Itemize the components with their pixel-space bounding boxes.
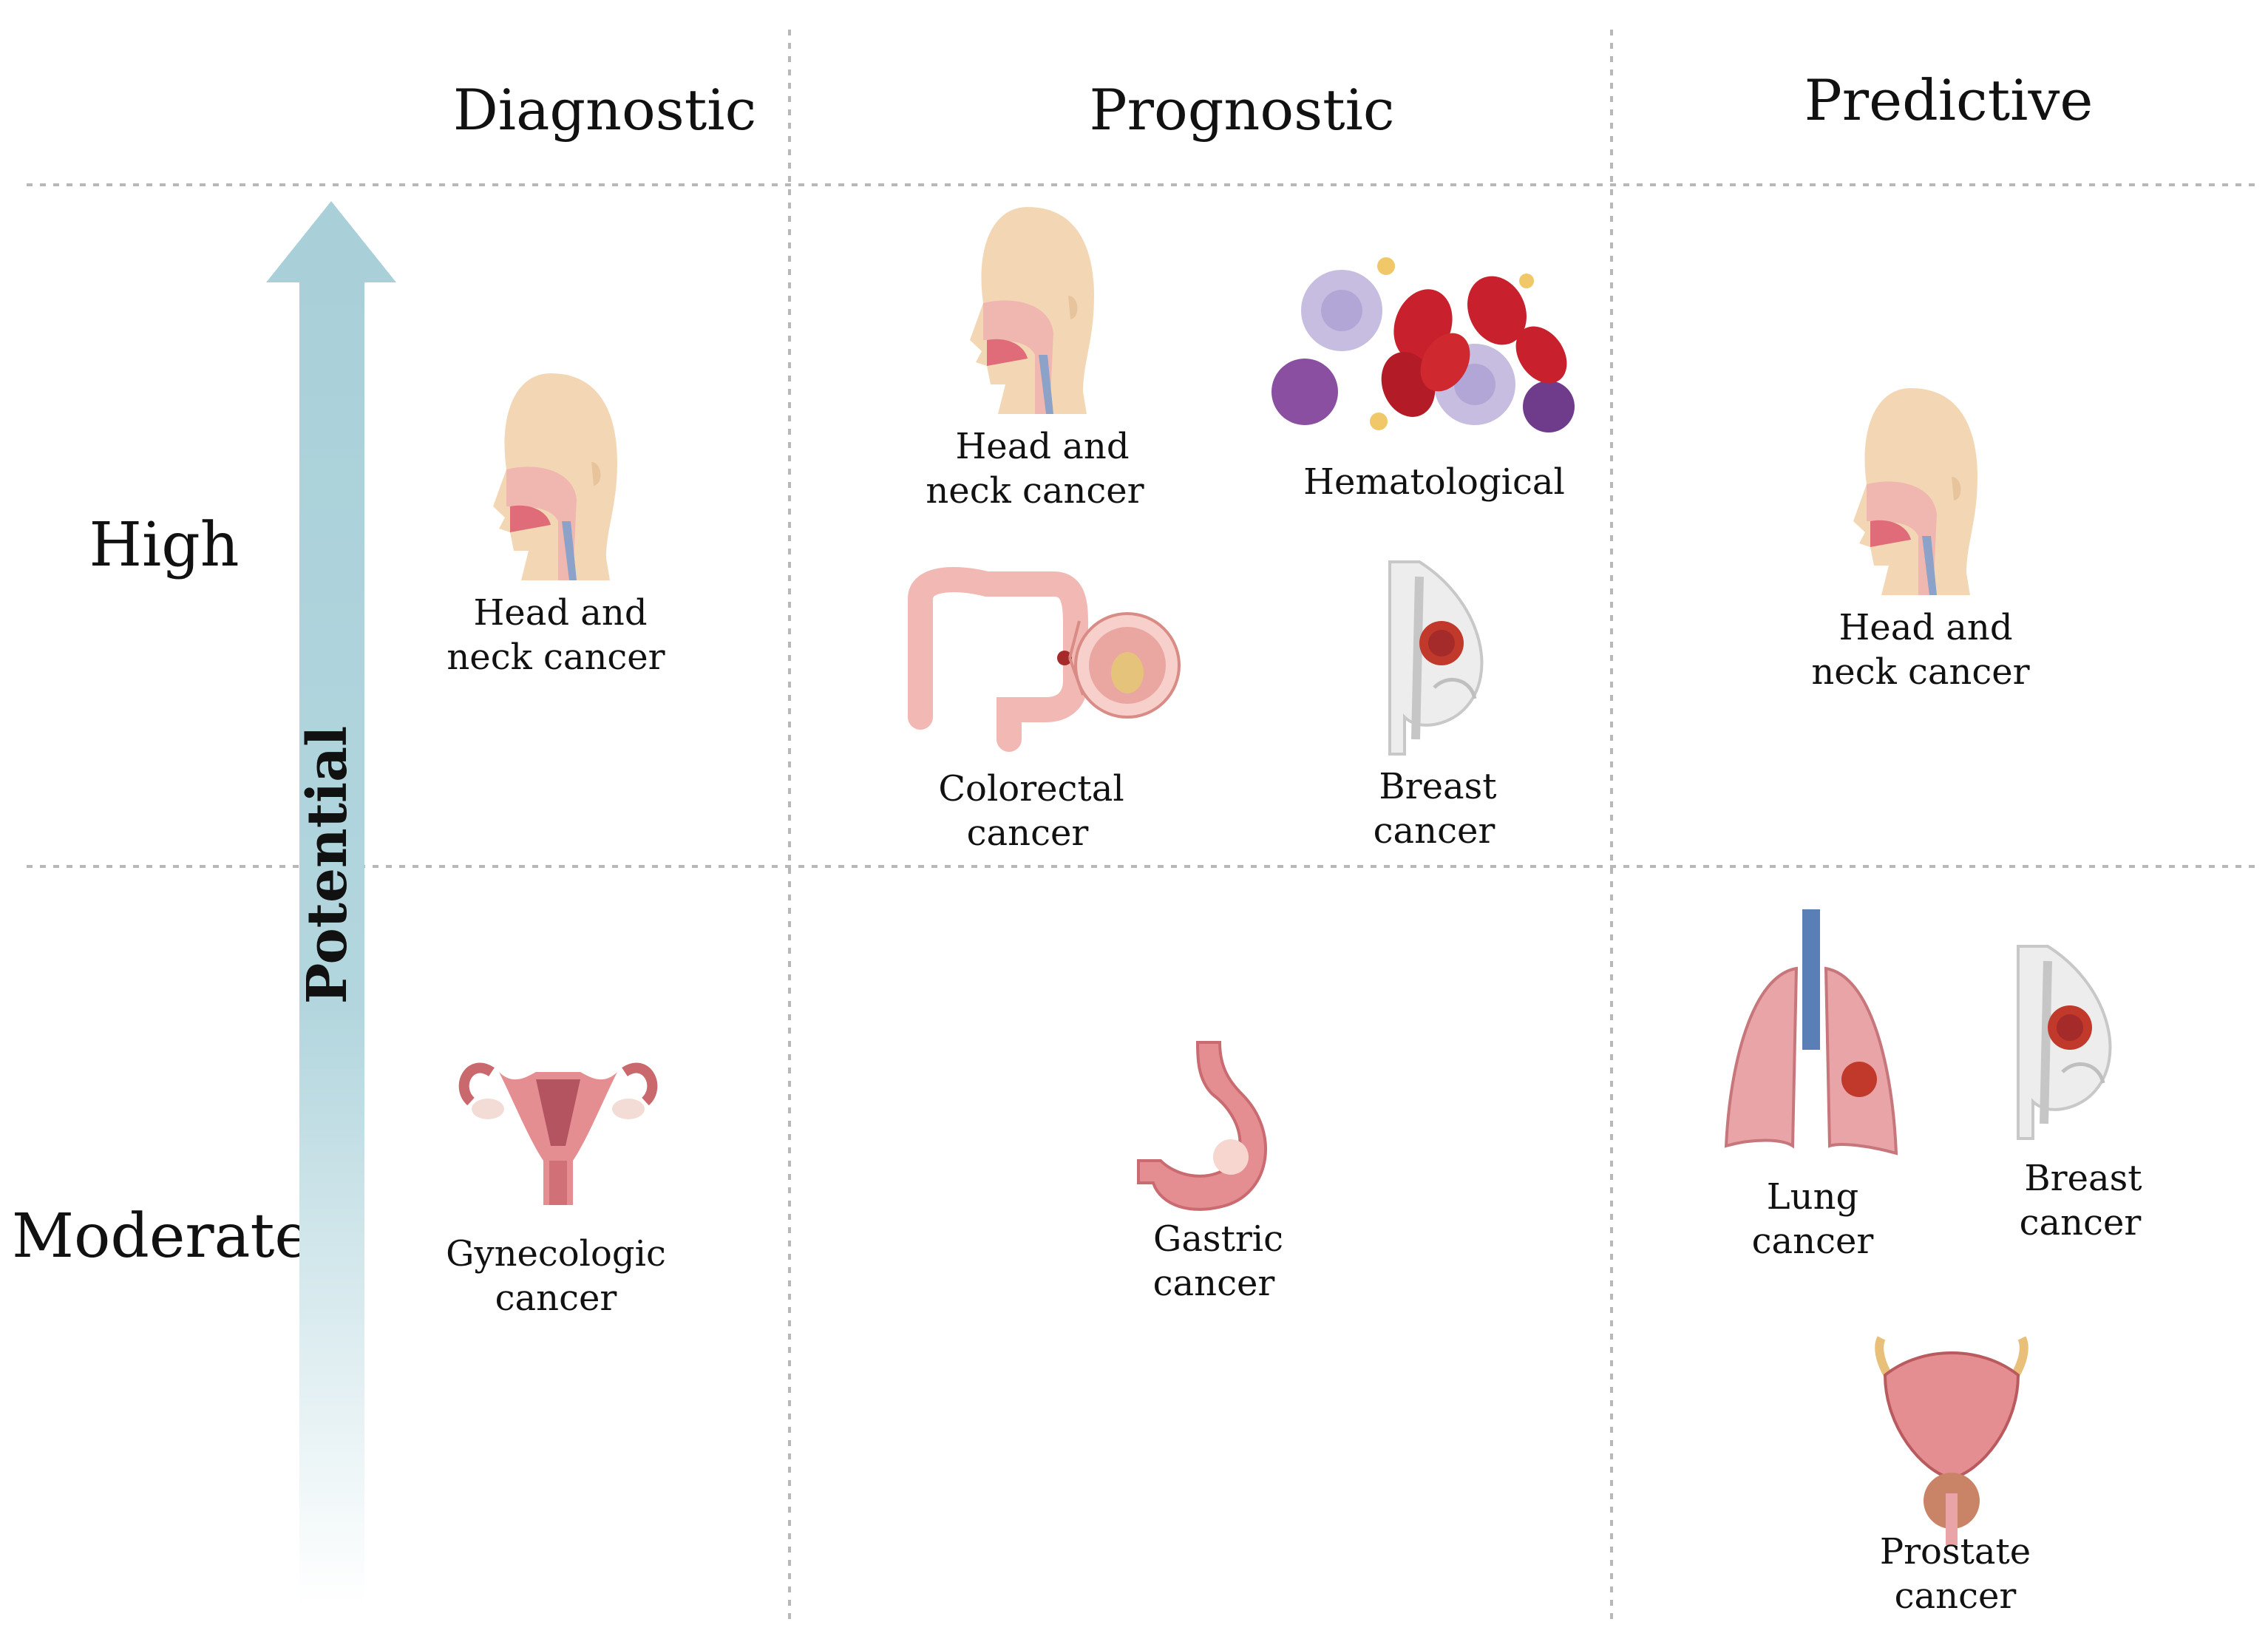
item-label-line2: cancer bbox=[495, 1277, 617, 1319]
uterus-icon bbox=[464, 1068, 653, 1205]
item-label-line1: Gynecologic bbox=[446, 1233, 666, 1275]
item-label-line1: Breast bbox=[2024, 1158, 2142, 1199]
item-prognostic-moderate-gastric: Gastric cancer bbox=[1137, 1041, 1283, 1304]
axis-label-potential: Potential bbox=[296, 726, 359, 1004]
stomach-icon bbox=[1137, 1041, 1268, 1211]
item-predictive-high-head-neck: Head and neck cancer bbox=[1811, 388, 2030, 693]
item-label-line2: cancer bbox=[967, 812, 1089, 854]
item-prognostic-high-hematological: Hematological bbox=[1271, 257, 1578, 503]
row-header-high: High bbox=[89, 510, 239, 580]
item-predictive-moderate-lung: Lung cancer bbox=[1725, 908, 1898, 1262]
item-label-line1: Prostate bbox=[1880, 1531, 2031, 1572]
item-label-line2: cancer bbox=[1895, 1575, 2017, 1617]
colon-icon bbox=[920, 580, 1179, 739]
column-header-diagnostic: Diagnostic bbox=[453, 77, 756, 143]
column-header-prognostic: Prognostic bbox=[1090, 77, 1395, 143]
item-label-line1: Breast bbox=[1379, 766, 1496, 807]
head-neck-icon bbox=[970, 207, 1094, 414]
item-label-line1: Colorectal bbox=[938, 768, 1124, 810]
item-diagnostic-high-head-neck: Head and neck cancer bbox=[447, 373, 665, 678]
head-neck-icon bbox=[1853, 388, 1977, 595]
item-diagnostic-moderate-gynecologic: Gynecologic cancer bbox=[446, 1068, 666, 1319]
item-prognostic-high-colorectal: Colorectal cancer bbox=[920, 580, 1179, 854]
head-neck-icon bbox=[493, 373, 617, 580]
lungs-icon bbox=[1725, 908, 1898, 1155]
item-predictive-moderate-prostate: Prostate cancer bbox=[1879, 1338, 2031, 1617]
item-label-line1: Hematological bbox=[1303, 461, 1565, 503]
item-label-line1: Head and bbox=[473, 592, 647, 634]
blood-cells-icon bbox=[1271, 257, 1578, 432]
row-header-moderate: Moderate bbox=[12, 1201, 310, 1272]
item-prognostic-high-head-neck: Head and neck cancer bbox=[926, 207, 1144, 512]
item-label-line2: cancer bbox=[2020, 1202, 2142, 1243]
item-label-line2: cancer bbox=[1752, 1221, 1874, 1262]
item-label-line1: Head and bbox=[955, 426, 1129, 467]
item-label-line1: Gastric bbox=[1153, 1218, 1283, 1260]
breast-icon bbox=[1390, 562, 1481, 754]
potential-arrow bbox=[266, 201, 396, 1604]
item-label-line2: neck cancer bbox=[926, 470, 1144, 512]
prostate-icon bbox=[1879, 1338, 2024, 1545]
item-label-line2: neck cancer bbox=[447, 637, 665, 678]
item-label-line2: cancer bbox=[1153, 1263, 1275, 1304]
item-label-line1: Lung bbox=[1767, 1176, 1858, 1218]
breast-icon bbox=[2018, 946, 2110, 1139]
item-label-line2: neck cancer bbox=[1811, 651, 2029, 693]
item-prognostic-high-breast: Breast cancer bbox=[1374, 562, 1497, 852]
item-label-line2: cancer bbox=[1374, 810, 1495, 852]
column-header-predictive: Predictive bbox=[1804, 67, 2094, 133]
item-label-line1: Head and bbox=[1838, 607, 2012, 648]
item-predictive-moderate-breast: Breast cancer bbox=[2018, 946, 2142, 1243]
